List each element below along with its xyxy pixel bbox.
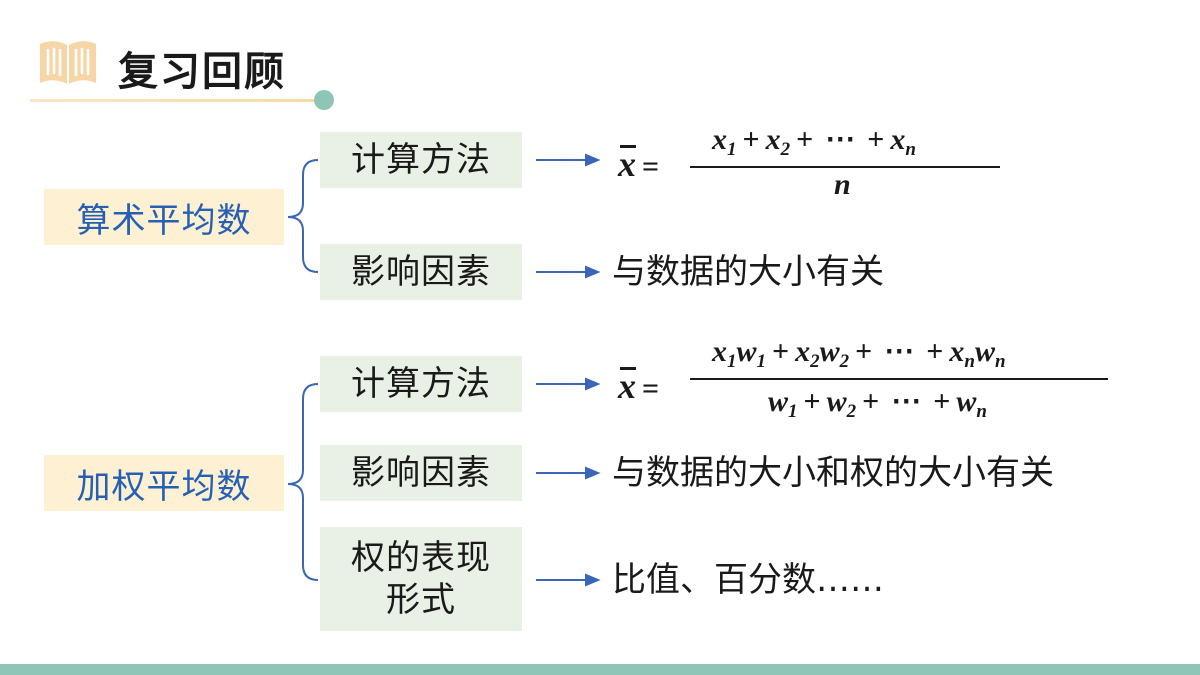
sub: n bbox=[994, 351, 1006, 372]
sub: 2 bbox=[846, 401, 857, 422]
plus: + bbox=[803, 385, 821, 418]
label-arithmetic-mean: 算术平均数 bbox=[44, 189, 284, 245]
var: x bbox=[712, 335, 727, 368]
plus: + bbox=[862, 385, 880, 418]
bottom-bar bbox=[0, 664, 1200, 675]
sub: 2 bbox=[810, 351, 820, 372]
fraction-bar-2 bbox=[690, 378, 1108, 380]
box-factor-weighted: 影响因素 bbox=[320, 445, 522, 501]
brace-weighted bbox=[287, 383, 319, 581]
ellipsis: ⋯ bbox=[891, 385, 922, 418]
plus: + bbox=[796, 123, 814, 156]
weight-form-text: 比值、百分数…… bbox=[612, 560, 884, 600]
var: w bbox=[768, 385, 789, 418]
sub: n bbox=[964, 351, 975, 372]
var: x bbox=[890, 123, 906, 156]
sub: 2 bbox=[839, 351, 850, 372]
formula-arithmetic-denominator: n bbox=[834, 168, 851, 201]
equals-sign: = bbox=[642, 372, 660, 405]
factor-text-weighted: 与数据的大小和权的大小有关 bbox=[612, 453, 1054, 493]
sub: 1 bbox=[788, 401, 798, 422]
ellipsis: ⋯ bbox=[884, 335, 915, 368]
var: x bbox=[765, 123, 781, 156]
plus: + bbox=[855, 335, 873, 368]
sub: n bbox=[905, 139, 916, 160]
plus: + bbox=[867, 123, 885, 156]
sub: 1 bbox=[727, 139, 737, 160]
weight-form-line2: 形式 bbox=[386, 580, 456, 620]
sub: 1 bbox=[727, 351, 737, 372]
factor-text-arithmetic: 与数据的大小有关 bbox=[612, 252, 884, 292]
weight-form-line1: 权的表现 bbox=[351, 538, 491, 578]
sub: 2 bbox=[780, 139, 791, 160]
x-bar: x bbox=[618, 144, 636, 184]
sub: n bbox=[976, 401, 987, 422]
box-method-arithmetic: 计算方法 bbox=[320, 132, 522, 188]
formula-weighted-denominator: w1+w2+⋯+wn bbox=[768, 384, 987, 423]
plus: + bbox=[926, 335, 944, 368]
equals-sign: = bbox=[642, 150, 660, 183]
label-weighted-mean: 加权平均数 bbox=[44, 455, 284, 511]
ellipsis: ⋯ bbox=[825, 123, 856, 156]
formula-weighted-numerator: x1w1+x2w2+⋯+xnwn bbox=[712, 334, 1006, 373]
sub: 1 bbox=[756, 351, 767, 372]
var: x bbox=[949, 335, 965, 368]
formula-arithmetic-lhs: x= bbox=[618, 143, 665, 185]
fraction-bar-1 bbox=[690, 166, 1000, 168]
plus: + bbox=[742, 123, 760, 156]
x-bar: x bbox=[618, 366, 636, 406]
var: w bbox=[974, 335, 995, 368]
brace-arithmetic bbox=[287, 159, 319, 273]
box-weight-form: 权的表现 形式 bbox=[320, 527, 522, 631]
box-factor-arithmetic: 影响因素 bbox=[320, 244, 522, 300]
formula-weighted-lhs: x= bbox=[618, 365, 665, 407]
var: w bbox=[819, 335, 840, 368]
var: x bbox=[712, 123, 727, 156]
plus: + bbox=[933, 385, 951, 418]
var: w bbox=[826, 385, 847, 418]
title-dot bbox=[314, 90, 334, 110]
var: w bbox=[736, 335, 757, 368]
var: w bbox=[956, 385, 977, 418]
formula-arithmetic-numerator: x1+x2+⋯+xn bbox=[712, 122, 916, 161]
box-method-weighted: 计算方法 bbox=[320, 356, 522, 412]
page-title: 复习回顾 bbox=[118, 49, 286, 95]
var: x bbox=[795, 335, 811, 368]
book-icon bbox=[40, 41, 96, 84]
plus: + bbox=[772, 335, 790, 368]
title-underline bbox=[30, 99, 320, 102]
